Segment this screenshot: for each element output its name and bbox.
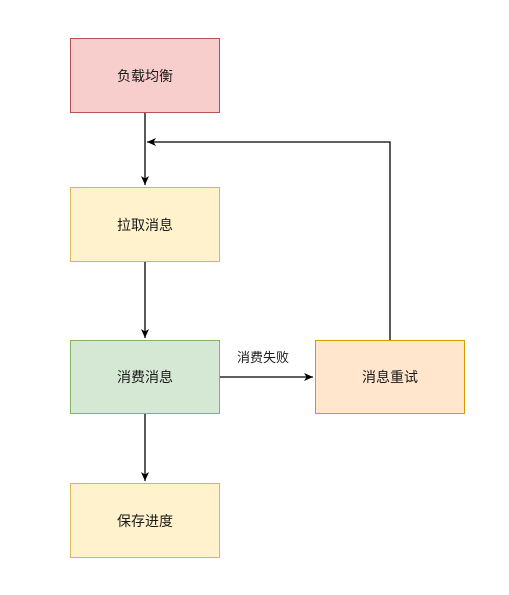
node-retry-message: 消息重试 [315,340,465,414]
edge-label-consume-fail: 消费失败 [237,351,290,366]
edge-retry-to-pull [147,138,391,340]
node-load-balance: 负载均衡 [70,38,220,113]
node-consume-message: 消费消息 [70,340,220,414]
node-pull-message: 拉取消息 [70,187,220,262]
node-consume-message-label: 消费消息 [117,370,173,386]
node-load-balance-label: 负载均衡 [117,68,173,85]
node-save-progress-label: 保存进度 [117,513,173,530]
node-retry-message-label: 消息重试 [362,370,418,386]
node-pull-message-label: 拉取消息 [117,217,173,234]
node-save-progress: 保存进度 [70,483,220,558]
